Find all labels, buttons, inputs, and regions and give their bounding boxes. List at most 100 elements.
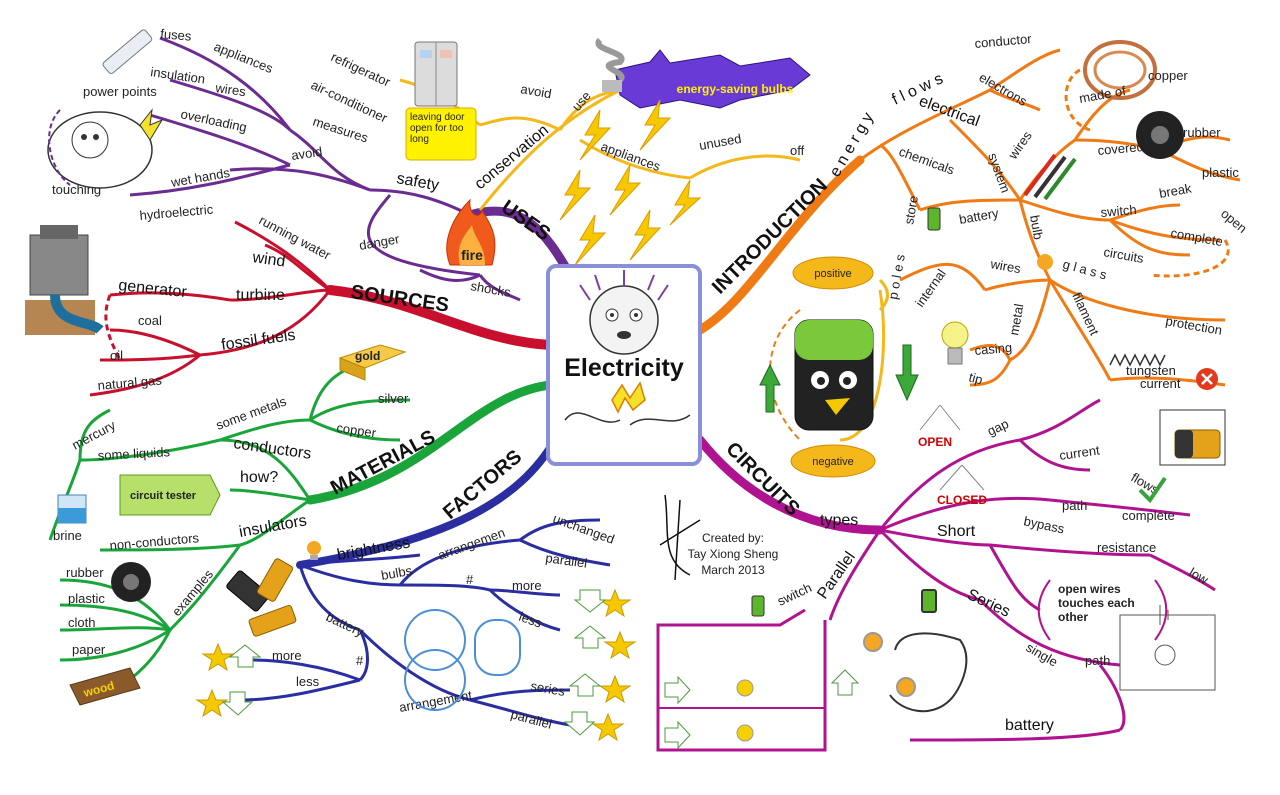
label-fuses: fuses: [160, 26, 193, 44]
label-positive: positive: [814, 268, 851, 280]
label-open-wires: open wires touches each other: [1058, 582, 1135, 624]
label-natural-gas: natural gas: [97, 372, 163, 393]
label-use: use: [569, 88, 594, 114]
label-bulb-intro: bulb: [1027, 214, 1046, 241]
leaving-note-box: leaving door open for too long: [405, 107, 477, 161]
factors-branches: [239, 518, 611, 727]
series-circuit-drawing: [863, 589, 968, 713]
intro-battery-icon: [927, 207, 941, 231]
label-overloading: overloading: [179, 106, 248, 135]
label-measures: measures: [311, 114, 370, 146]
label-wires-intro: wires: [1005, 128, 1036, 163]
label-silver: silver: [378, 391, 409, 406]
battery-cells-icon: [226, 558, 297, 637]
branch-circuits: [695, 435, 885, 535]
beaker-icon: [57, 494, 87, 524]
label-path-circuits: path: [1062, 498, 1087, 513]
label-fire: fire: [461, 247, 483, 263]
signature-icon: [659, 494, 701, 581]
label-complete-intro: complete: [1169, 225, 1224, 249]
star-arrow-icons: [195, 588, 637, 742]
label-series-circuits: Series: [964, 586, 1012, 621]
label-resistance: resistance: [1097, 540, 1156, 555]
label-electrons: electrons: [977, 70, 1031, 110]
label-paper: paper: [72, 642, 106, 657]
label-made-of: made of: [1078, 83, 1127, 106]
label-unchanged: unchanged: [551, 511, 617, 547]
label-protection: protection: [1164, 313, 1223, 338]
label-current-intro: current: [1140, 376, 1181, 391]
shocked-person-icon: [564, 270, 691, 426]
label-some-metals: some metals: [214, 393, 289, 432]
intro-tyre-icon: [1136, 111, 1184, 159]
wood-plank-icon: wood: [69, 667, 141, 706]
label-coal: coal: [138, 313, 162, 328]
label-cloth: cloth: [68, 615, 95, 630]
label-some-liquids: some liquids: [97, 444, 170, 463]
label-covered: covered: [1097, 139, 1144, 158]
branch-materials: [305, 380, 555, 505]
circuit-tester-box: circuit tester: [119, 474, 221, 516]
closed-switch-icon: CLOSED: [937, 464, 987, 507]
cartoon-shock-icon: [47, 108, 164, 189]
label-conductors: conductors: [232, 435, 312, 463]
branch-sources: [325, 285, 555, 350]
label-series-factors: series: [529, 678, 566, 699]
label-generator: generator: [118, 277, 189, 301]
label-gap: gap: [985, 416, 1011, 439]
open-switch-icon: OPEN: [918, 404, 961, 449]
label-more-top: more: [512, 578, 542, 593]
label-hash-bottom: #: [356, 653, 364, 668]
label-short: Short: [937, 523, 976, 540]
tyre-icon: [111, 562, 151, 602]
label-glass: g l a s s: [1061, 256, 1109, 282]
label-conductor: conductor: [974, 31, 1033, 51]
gold-bars-icon: gold: [338, 344, 407, 381]
label-energy-saving-bulbs: energy-saving bulbs: [677, 82, 794, 96]
label-shocks: shocks: [469, 278, 512, 300]
series-circuit-schematic: [1119, 605, 1216, 691]
branch-uses: [465, 206, 575, 280]
label-tungsten: tungsten: [1126, 363, 1176, 378]
fuse-icon: [102, 29, 153, 74]
label-rubber-intro: rubber: [1183, 125, 1221, 140]
battery-circuit-icon: [1138, 409, 1226, 504]
label-wind: wind: [250, 249, 286, 271]
label-safety: safety: [395, 170, 440, 194]
label-turbine: turbine: [236, 287, 285, 304]
label-store: store: [901, 194, 921, 225]
center-title: Electricity: [564, 354, 684, 382]
cable-wires-icon: [1023, 153, 1077, 201]
label-circuits-intro: circuits: [1102, 244, 1145, 266]
label-brine: brine: [53, 528, 82, 543]
label-types: types: [820, 512, 858, 529]
label-battery-intro: battery: [958, 205, 1000, 227]
label-chemicals: chemicals: [897, 144, 957, 178]
battery-poles-graphic: positive negative: [759, 256, 919, 478]
label-how: how?: [240, 469, 278, 486]
open-wires-bracket: open wires touches each other: [1037, 579, 1168, 641]
label-avoid-safety: avoid: [290, 144, 323, 163]
label-refrigerator: refrigerator: [329, 49, 394, 90]
label-insulators: insulators: [238, 512, 308, 541]
credit-line2: Tay Xiong Sheng: [688, 547, 779, 561]
label-battery-factors: battery: [324, 609, 367, 640]
label-closed: CLOSED: [937, 493, 987, 507]
label-circuit-tester: circuit tester: [130, 490, 197, 502]
credit-line1: Created by:: [702, 531, 764, 545]
hydro-turbine-icon: [25, 225, 104, 335]
cfl-bulb-icon: [595, 37, 625, 92]
sources-title: SOURCES: [349, 281, 450, 317]
label-power-points: power points: [83, 84, 157, 99]
tungsten-coil-icon: [1109, 353, 1166, 367]
label-casing: casing: [974, 340, 1013, 358]
close-icon[interactable]: [1196, 368, 1218, 390]
label-filament: filament: [1069, 290, 1102, 338]
bulb-circuit-diagram: [404, 609, 521, 711]
lightbulb-icon: [941, 321, 969, 365]
label-parallel-top: parallel: [545, 550, 589, 571]
lightning-icons: [559, 99, 702, 266]
branch-factors: [296, 436, 559, 569]
label-parallel-bottom: parallel: [509, 706, 553, 731]
label-hash-top: #: [466, 572, 474, 587]
